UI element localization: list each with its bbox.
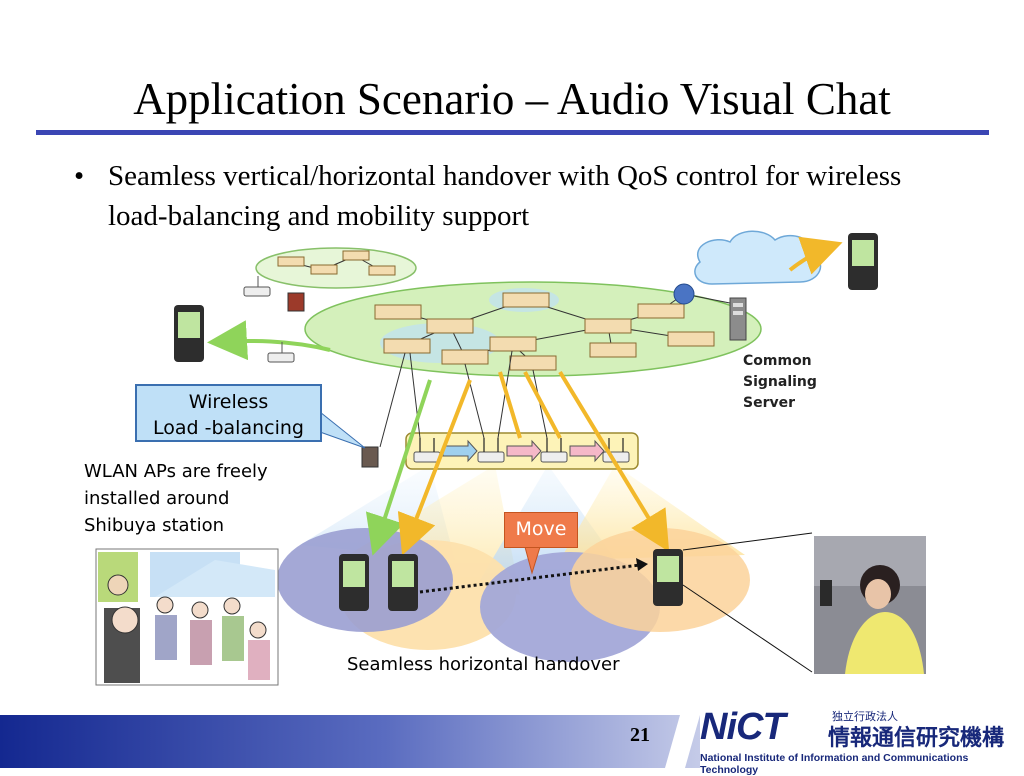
nict-logo-word: NiCT — [700, 706, 786, 748]
gateway-router-icon — [673, 283, 695, 305]
callout-line-1: Wireless — [188, 391, 269, 413]
ap-bar — [405, 432, 639, 470]
handover-arrow — [419, 563, 641, 594]
server-icon — [729, 297, 747, 341]
shibuya-illustration — [95, 548, 279, 686]
wlan-note: WLAN APs are freely installed around Shi… — [84, 458, 268, 539]
backbone-network — [304, 281, 762, 377]
backbone-routers — [277, 250, 715, 371]
signaling-server-label: Common Signaling Server — [743, 351, 817, 414]
nict-logo-english: National Institute of Information and Co… — [700, 752, 969, 776]
wlan-note-line-1: WLAN APs are freely — [84, 461, 268, 482]
wlan-note-line-3: Shibuya station — [84, 515, 225, 536]
wireless-load-balancing-callout: Wireless Load -balancing — [135, 384, 322, 442]
slide-title: Application Scenario – Audio Visual Chat — [133, 74, 891, 124]
access-point-icons — [243, 276, 295, 363]
title-underline — [36, 130, 989, 135]
bullet-text: Seamless vertical/horizontal handover wi… — [108, 160, 902, 232]
wlan-note-line-2: installed around — [84, 488, 230, 509]
bullet-marker: • — [74, 160, 85, 192]
move-callout: Move — [504, 512, 578, 548]
server-label-line-3: Server — [743, 395, 796, 411]
server-label-line-2: Signaling — [743, 374, 817, 390]
internet-cloud — [694, 230, 822, 285]
page-number: 21 — [630, 724, 650, 746]
handover-caption: Seamless horizontal handover — [347, 654, 620, 675]
user-photo — [814, 536, 926, 674]
server-label-line-1: Common — [743, 353, 812, 369]
wlan-cells — [277, 528, 750, 662]
callout-line-2: Load -balancing — [153, 417, 304, 439]
access-network-small — [255, 247, 417, 289]
nict-logo-small: 独立行政法人 — [832, 710, 898, 723]
nict-logo-japanese: 情報通信研究機構 — [828, 726, 1005, 751]
